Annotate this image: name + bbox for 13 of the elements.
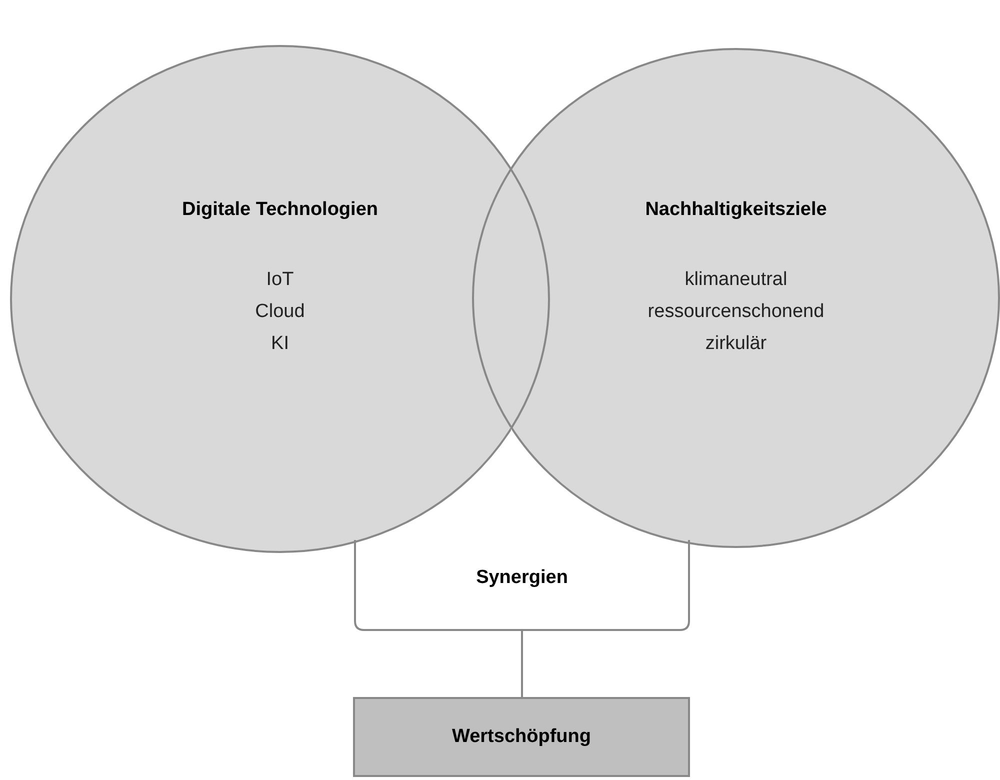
heading: Digitale Technologien bbox=[182, 198, 378, 222]
result-box bbox=[353, 697, 690, 777]
heading: Wertschöpfung bbox=[452, 725, 591, 749]
list-item: zirkulär bbox=[705, 332, 767, 356]
heading: Synergien bbox=[476, 566, 568, 590]
list-item: ressourcenschonend bbox=[648, 300, 824, 324]
connector-line bbox=[521, 631, 523, 697]
list-item: klimaneutral bbox=[684, 268, 788, 292]
list-item: Cloud bbox=[255, 300, 305, 324]
list-item: KI bbox=[271, 332, 289, 356]
heading: Nachhaltigkeitsziele bbox=[645, 198, 827, 222]
synergy-shape bbox=[354, 554, 690, 631]
list-item: IoT bbox=[266, 268, 294, 292]
